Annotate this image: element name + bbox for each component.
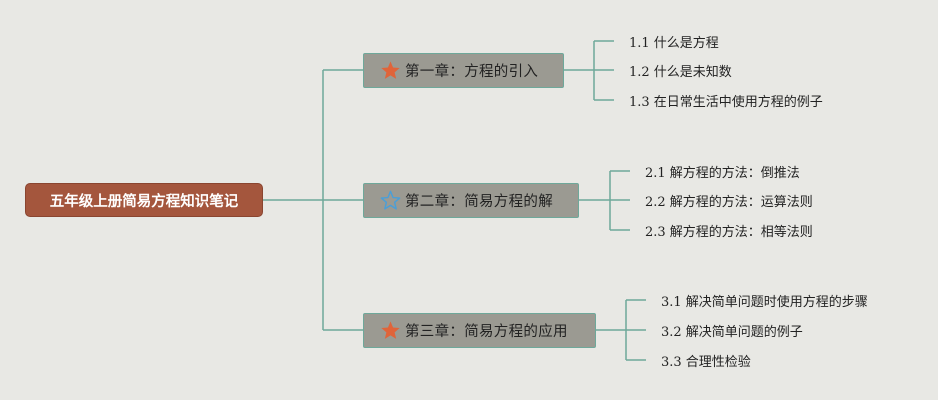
root-topic[interactable]: 五年级上册简易方程知识笔记 — [25, 183, 263, 217]
subtopic-1-2[interactable]: 1.2 什么是未知数 — [629, 61, 732, 80]
subtopic-1-1[interactable]: 1.1 什么是方程 — [629, 32, 719, 51]
subtopic-label: 3.1 解决简单问题时使用方程的步骤 — [661, 294, 868, 310]
subtopic-label: 3.3 合理性检验 — [661, 354, 751, 370]
subtopic-2-1[interactable]: 2.1 解方程的方法：倒推法 — [645, 162, 800, 181]
filled-star-icon — [381, 61, 400, 79]
subtopic-label: 2.3 解方程的方法：相等法则 — [645, 224, 813, 240]
subtopic-3-3[interactable]: 3.3 合理性检验 — [661, 351, 751, 370]
outline-star-icon — [380, 190, 401, 210]
subtopic-2-3[interactable]: 2.3 解方程的方法：相等法则 — [645, 221, 813, 240]
subtopic-label: 1.1 什么是方程 — [629, 35, 719, 51]
chapter-3-topic[interactable]: 第三章：简易方程的应用 — [363, 313, 596, 348]
chapter-1-label: 第一章：方程的引入 — [405, 64, 539, 80]
subtopic-2-2[interactable]: 2.2 解方程的方法：运算法则 — [645, 191, 813, 210]
subtopic-label: 2.2 解方程的方法：运算法则 — [645, 194, 813, 210]
subtopic-label: 1.3 在日常生活中使用方程的例子 — [629, 94, 823, 110]
subtopic-label: 3.2 解决简单问题的例子 — [661, 324, 803, 340]
chapter-2-topic[interactable]: 第二章：简易方程的解 — [363, 183, 579, 218]
subtopic-1-3[interactable]: 1.3 在日常生活中使用方程的例子 — [629, 91, 823, 110]
subtopic-label: 2.1 解方程的方法：倒推法 — [645, 165, 800, 181]
chapter-1-topic[interactable]: 第一章：方程的引入 — [363, 53, 564, 88]
subtopic-3-1[interactable]: 3.1 解决简单问题时使用方程的步骤 — [661, 291, 868, 310]
filled-star-icon — [381, 321, 400, 339]
subtopic-3-2[interactable]: 3.2 解决简单问题的例子 — [661, 321, 803, 340]
chapter-2-label: 第二章：简易方程的解 — [405, 194, 553, 210]
chapter-3-label: 第三章：简易方程的应用 — [405, 324, 568, 340]
root-topic-label: 五年级上册简易方程知识笔记 — [49, 193, 239, 210]
subtopic-label: 1.2 什么是未知数 — [629, 64, 732, 80]
